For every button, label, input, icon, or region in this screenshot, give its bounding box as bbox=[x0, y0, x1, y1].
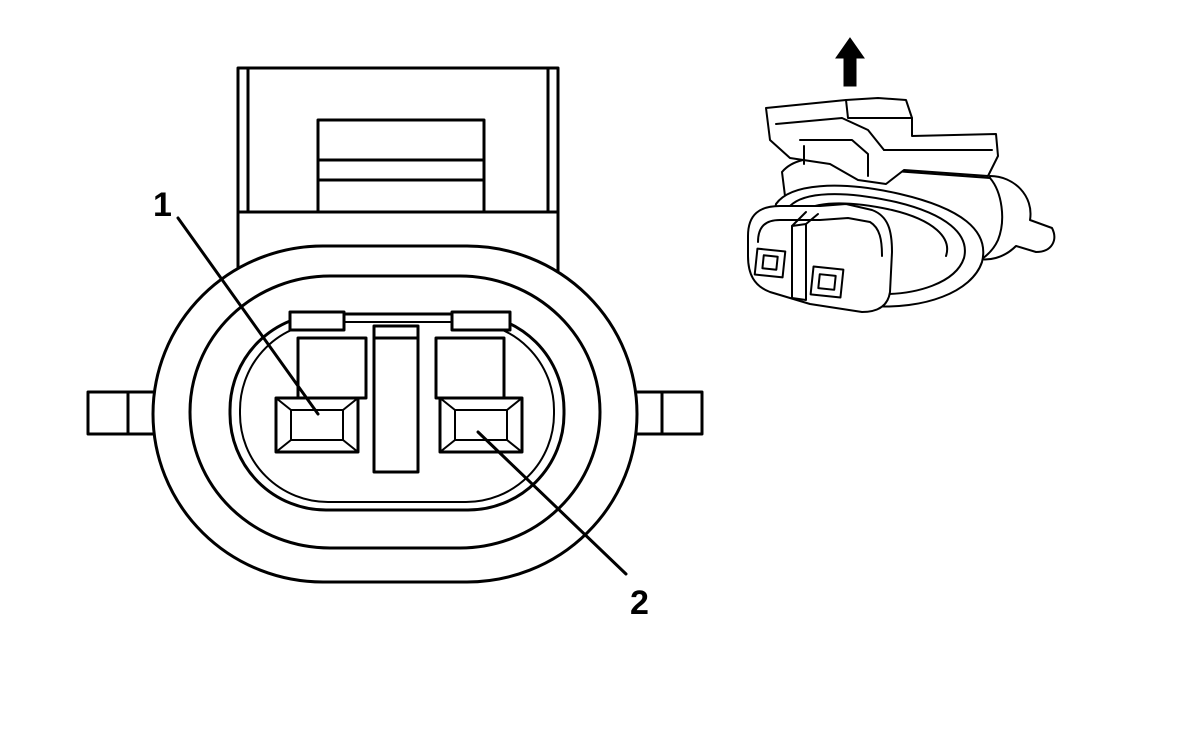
locking-latch bbox=[316, 118, 486, 214]
terminal-1 bbox=[274, 336, 368, 454]
up-arrow-icon bbox=[835, 37, 865, 87]
iso-terminal-1-window bbox=[753, 247, 787, 279]
leader-line-1 bbox=[176, 216, 320, 416]
iso-terminal-2-window bbox=[809, 265, 845, 299]
callout-label-2: 2 bbox=[630, 584, 649, 622]
left-side-tab bbox=[86, 390, 160, 436]
polarizing-key bbox=[372, 324, 420, 474]
leader-line-2 bbox=[476, 430, 628, 576]
connector-isometric-view bbox=[747, 37, 1056, 313]
latch-housing bbox=[236, 66, 560, 290]
seal-inner-ring bbox=[188, 274, 602, 550]
connector-face-view: 1 2 bbox=[86, 66, 704, 622]
right-side-tab bbox=[626, 390, 704, 436]
callout-label-1: 1 bbox=[153, 186, 172, 224]
